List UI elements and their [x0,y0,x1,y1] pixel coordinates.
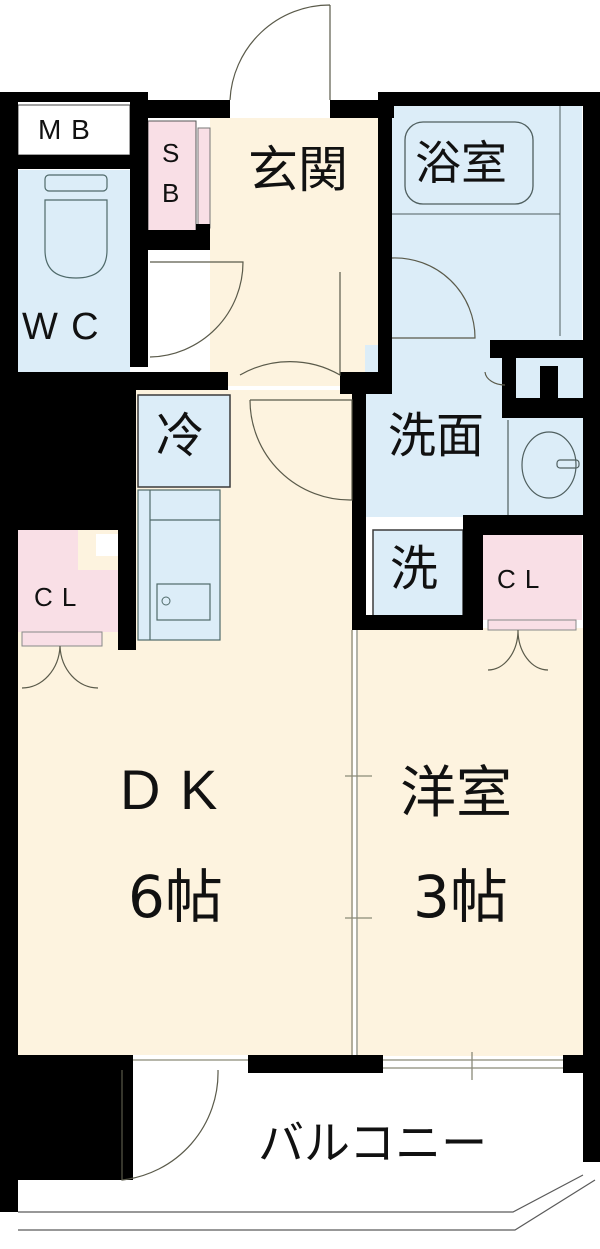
sink-icon [156,583,211,621]
room-label-balcony: バルコニー [258,1116,488,1170]
room-label-sb-line1: S [162,138,189,168]
room-size-dk: 6帖 [128,863,223,931]
washbasin-icon [507,420,580,515]
room-label-closet-right: CL [497,564,549,594]
door-swings [21,4,549,1181]
room-label-closet-left: CL [34,582,86,612]
room-label-wc: WC [22,306,112,348]
room-label-fridge: 冷 [156,408,205,464]
room-label-washer: 洗 [390,541,439,597]
balcony-outline [18,1174,596,1231]
walls [0,92,600,1212]
western-floor [358,628,583,1056]
sb-storage [147,120,197,233]
washer-box [372,529,464,617]
room-label-bath: 浴室 [415,136,507,190]
room-label-western: 洋室 [400,761,512,826]
mb-box [17,104,131,156]
closet-left-shape [18,530,118,632]
bath-floor [392,105,582,350]
closet-right-shape [482,535,582,620]
room-size-western: 3帖 [413,863,508,931]
room-label-dk: DK [120,758,237,821]
kitchen-counter [137,489,221,641]
entrance-floor [210,118,378,386]
toilet-icon [44,174,108,279]
room-label-washroom: 洗面 [388,408,485,464]
room-label-entrance: 玄関 [248,141,348,199]
fridge-box [137,394,231,488]
wc-floor [18,170,130,375]
room-label-mb: MB [38,114,100,145]
room-label-sb-line2: B [162,178,189,208]
